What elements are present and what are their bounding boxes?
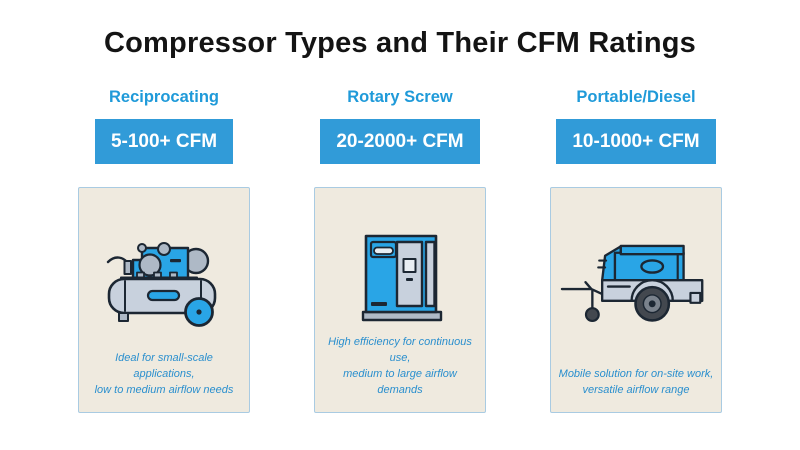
rotary-screw-compressor-icon <box>361 234 443 322</box>
column-title: Portable/Diesel <box>576 88 696 106</box>
column-title: Rotary Screw <box>347 88 453 106</box>
icon-container <box>315 188 485 335</box>
info-card: High efficiency for continuous use, medi… <box>314 186 486 413</box>
cfm-rating-badge: 5-100+ CFM <box>94 118 234 164</box>
column-title: Reciprocating <box>108 88 220 106</box>
column-portable-diesel: Portable/Diesel 10-1000+ CFM <box>550 89 722 413</box>
reciprocating-compressor-icon <box>106 242 217 327</box>
card-description: High efficiency for continuous use, medi… <box>328 335 472 396</box>
icon-container <box>79 188 249 351</box>
compressor-columns: Reciprocating 5-100+ CFM <box>0 89 800 413</box>
info-card: Mobile solution for on-site work, versat… <box>550 186 722 413</box>
card-description: Mobile solution for on-site work, versat… <box>558 367 714 396</box>
cfm-rating-badge: 10-1000+ CFM <box>556 118 716 164</box>
info-card: Ideal for small-scale applications, low … <box>78 186 250 413</box>
cfm-rating-badge: 20-2000+ CFM <box>320 118 480 164</box>
card-description: Ideal for small-scale applications, low … <box>94 351 234 396</box>
portable-diesel-compressor-icon <box>560 244 703 323</box>
column-rotary-screw: Rotary Screw 20-2000+ CFM <box>314 89 486 413</box>
column-reciprocating: Reciprocating 5-100+ CFM <box>78 89 250 413</box>
icon-container <box>551 188 721 367</box>
page-title: Compressor Types and Their CFM Ratings <box>104 27 696 59</box>
